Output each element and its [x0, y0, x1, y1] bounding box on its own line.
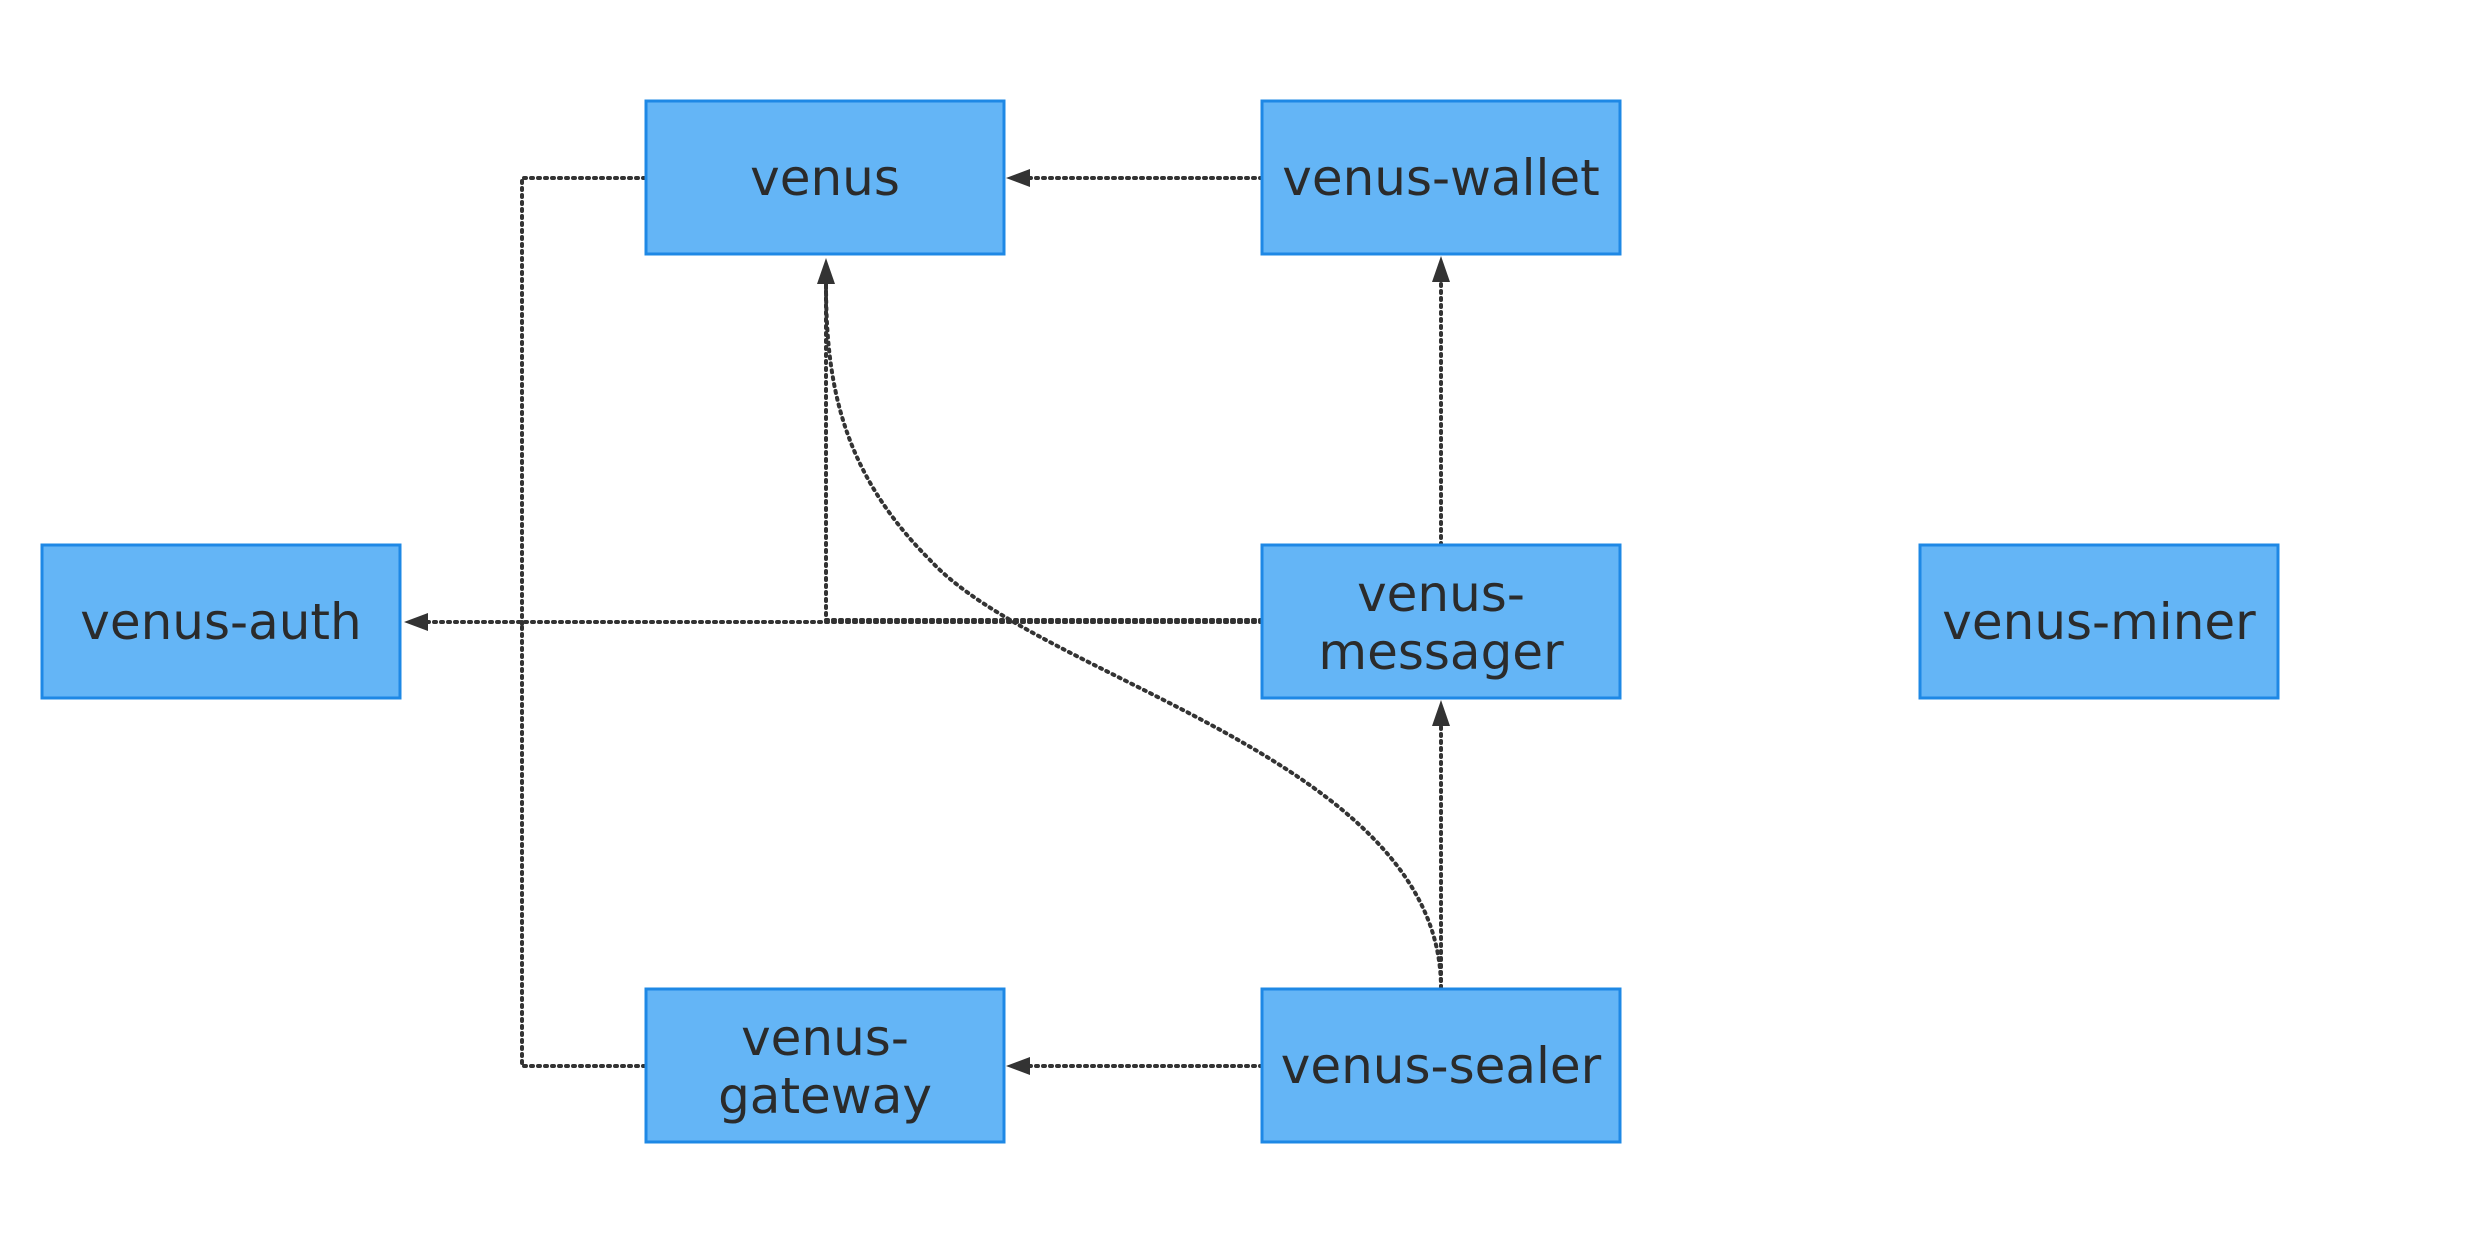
node-venus[interactable]: venus	[644, 99, 1006, 256]
arrowhead-icon	[1432, 700, 1450, 726]
node-venus-miner[interactable]: venus-miner	[1918, 543, 2280, 700]
edges	[404, 169, 1450, 1075]
arrowhead-icon	[817, 258, 835, 284]
node-venus-miner-label: venus-miner	[1942, 593, 2256, 651]
node-venus-messager-label-line1: venus-	[1357, 565, 1525, 623]
nodes: venus venus-wallet venus-auth venus- mes…	[40, 99, 2280, 1144]
node-venus-wallet-label: venus-wallet	[1282, 149, 1600, 207]
edge-gateway-to-auth	[520, 622, 647, 1068]
node-venus-wallet[interactable]: venus-wallet	[1260, 99, 1622, 256]
arrowhead-icon	[1006, 1057, 1030, 1075]
node-venus-gateway[interactable]: venus- gateway	[644, 987, 1006, 1144]
edge-messager-to-venus	[824, 281, 1264, 622]
node-venus-messager[interactable]: venus- messager	[1260, 543, 1622, 700]
node-venus-label: venus	[750, 149, 900, 207]
node-venus-auth[interactable]: venus-auth	[40, 543, 402, 700]
node-venus-auth-label: venus-auth	[80, 593, 361, 651]
arrowhead-icon	[1006, 169, 1030, 187]
node-venus-sealer-label: venus-sealer	[1281, 1037, 1602, 1095]
node-venus-sealer[interactable]: venus-sealer	[1260, 987, 1622, 1144]
arrowhead-icon	[1432, 256, 1450, 282]
edge-sealer-to-venus	[824, 281, 1443, 990]
edge-venus-to-auth	[520, 176, 647, 626]
node-venus-messager-label-line2: messager	[1318, 623, 1564, 681]
node-venus-gateway-label-line2: gateway	[718, 1067, 932, 1125]
node-venus-gateway-label-line1: venus-	[741, 1009, 909, 1067]
arrowhead-icon	[404, 613, 428, 631]
